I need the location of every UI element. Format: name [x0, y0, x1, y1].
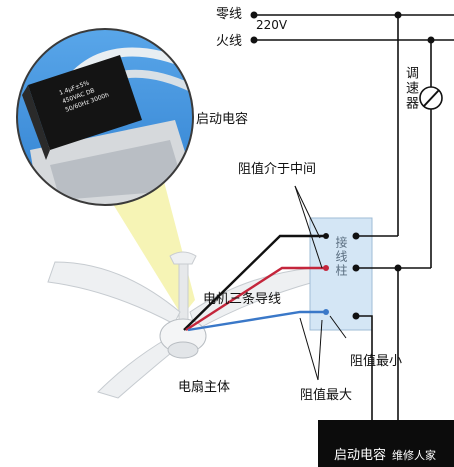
black-wire-end: [323, 233, 329, 239]
resistance-max-label: 阻值最大: [300, 388, 353, 403]
speed-controller-symbol: [419, 86, 443, 110]
live-end-node: [250, 36, 258, 44]
resistance-min-label: 阻值最小: [350, 354, 403, 369]
neutral-end-node: [250, 11, 258, 19]
resistance-middle-label: 阻值介于中间: [238, 162, 317, 177]
motor-wire-black: [183, 234, 326, 331]
ceiling-fan: [47, 251, 315, 399]
motor-wires-label: 电机三条导线: [203, 292, 282, 307]
cap-wire-a: [356, 315, 373, 420]
start-capacitor-label: 启动电容: [196, 112, 249, 127]
motor-wire-blue: [187, 310, 326, 332]
terminal-node-2: [352, 264, 360, 272]
fan-body-label: 电扇主体: [178, 380, 231, 395]
pointer-max-2: [317, 319, 323, 381]
neutral-line-label: 零线: [216, 7, 243, 22]
pointer-min: [329, 315, 347, 339]
pointer-middle-1: [294, 185, 321, 239]
voltage-label: 220V: [256, 18, 288, 32]
pointer-middle-2: [294, 185, 323, 269]
speed-controller-label: 调速器: [403, 66, 418, 111]
red-wire-end: [323, 265, 329, 271]
motor-wire-red: [185, 266, 326, 332]
pointer-max-1: [299, 317, 319, 381]
live-line-label: 火线: [216, 34, 243, 49]
capacitor-inset: 1.4µF±5% 450VAC DB 50/60Hz 3000h: [16, 28, 194, 206]
bottom-capacitor-box: [318, 420, 454, 467]
blue-wire-end: [323, 309, 329, 315]
terminal-node-1: [352, 232, 360, 240]
watermark-text: 维修人家: [392, 449, 436, 462]
bottom-box-label: 启动电容: [334, 448, 387, 463]
terminal-post-label: 接线柱: [334, 236, 348, 278]
